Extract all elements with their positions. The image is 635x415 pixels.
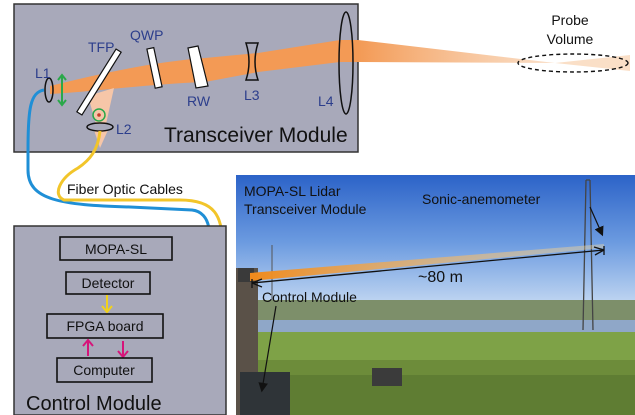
polarization-symbol-icon [92, 108, 106, 122]
label-rw: RW [187, 93, 211, 109]
receive-beam-taper [94, 130, 108, 148]
photo-grass-strip [236, 375, 635, 415]
photo-water [236, 320, 635, 334]
tfp-polarizer-icon [76, 48, 122, 116]
computer-box [56, 357, 153, 383]
computer-label: Computer [73, 362, 135, 378]
met-mast-icon [582, 179, 594, 331]
field-photo: MOPA-SL Lidar Transceiver Module Sonic-a… [236, 175, 635, 415]
receive-beam [88, 88, 114, 124]
foreground-equipment [372, 368, 402, 386]
photo-control-label: Control Module [262, 289, 357, 305]
photo-sonic-label: Sonic-anemometer [422, 191, 541, 207]
transceiver-module: L1 TFP QWP RW L2 L3 L4 Probe Volume Tran… [13, 3, 630, 153]
photo-sky [236, 175, 635, 310]
qwp-plate-icon [146, 46, 163, 89]
lens-l1-icon [44, 77, 54, 103]
transceiver-module-title: Transceiver Module [164, 124, 348, 147]
label-tfp: TFP [88, 39, 114, 55]
laser-beam [50, 40, 358, 94]
label-qwp: QWP [130, 27, 163, 43]
fpga-to-computer-arrow-icon [117, 341, 129, 359]
l1-adjust-arrow-icon [57, 73, 67, 107]
detector-label: Detector [82, 275, 135, 291]
control-module: MOPA-SL Detector FPGA board Computer Con… [13, 225, 227, 415]
distance-arrow [251, 249, 605, 284]
computer-to-fpga-arrow-icon [82, 338, 94, 356]
label-l1: L1 [35, 65, 51, 81]
rw-wedge-icon [187, 45, 209, 89]
mopa-sl-label: MOPA-SL [85, 241, 147, 257]
polarization-dot-icon [97, 113, 101, 117]
laser-beam-diverging [555, 55, 630, 71]
sonic-pointer [589, 206, 604, 237]
label-l4: L4 [318, 93, 334, 109]
distance-arrowhead-left-icon [251, 278, 263, 288]
probe-volume-icon [517, 53, 629, 73]
label-volume: Volume [547, 31, 594, 47]
photo-laser-beam [250, 244, 604, 281]
distance-arrowhead-right-icon [593, 246, 605, 256]
photo-lidar-label-1: MOPA-SL Lidar [244, 183, 341, 199]
photo-distance-label: ~80 m [418, 269, 463, 286]
fpga-box [46, 313, 164, 339]
fpga-label: FPGA board [66, 318, 143, 334]
lens-l3-icon [244, 42, 260, 81]
detector-box [65, 271, 151, 295]
detector-to-fpga-arrow-icon [101, 295, 113, 314]
control-module-title: Control Module [26, 393, 162, 415]
lens-l4-icon [338, 11, 354, 115]
mopa-sl-box [59, 236, 173, 261]
control-module-cabinet [240, 372, 290, 415]
photo-green-field [236, 332, 635, 362]
label-l2: L2 [116, 121, 132, 137]
fiber-cables-label: Fiber Optic Cables [67, 181, 183, 197]
label-l3: L3 [244, 87, 260, 103]
photo-lidar-label-2: Transceiver Module [244, 201, 367, 217]
label-probe: Probe [551, 12, 589, 28]
laser-beam-focusing [358, 40, 555, 63]
control-pointer [258, 305, 277, 393]
photo-far-fields [236, 300, 635, 322]
